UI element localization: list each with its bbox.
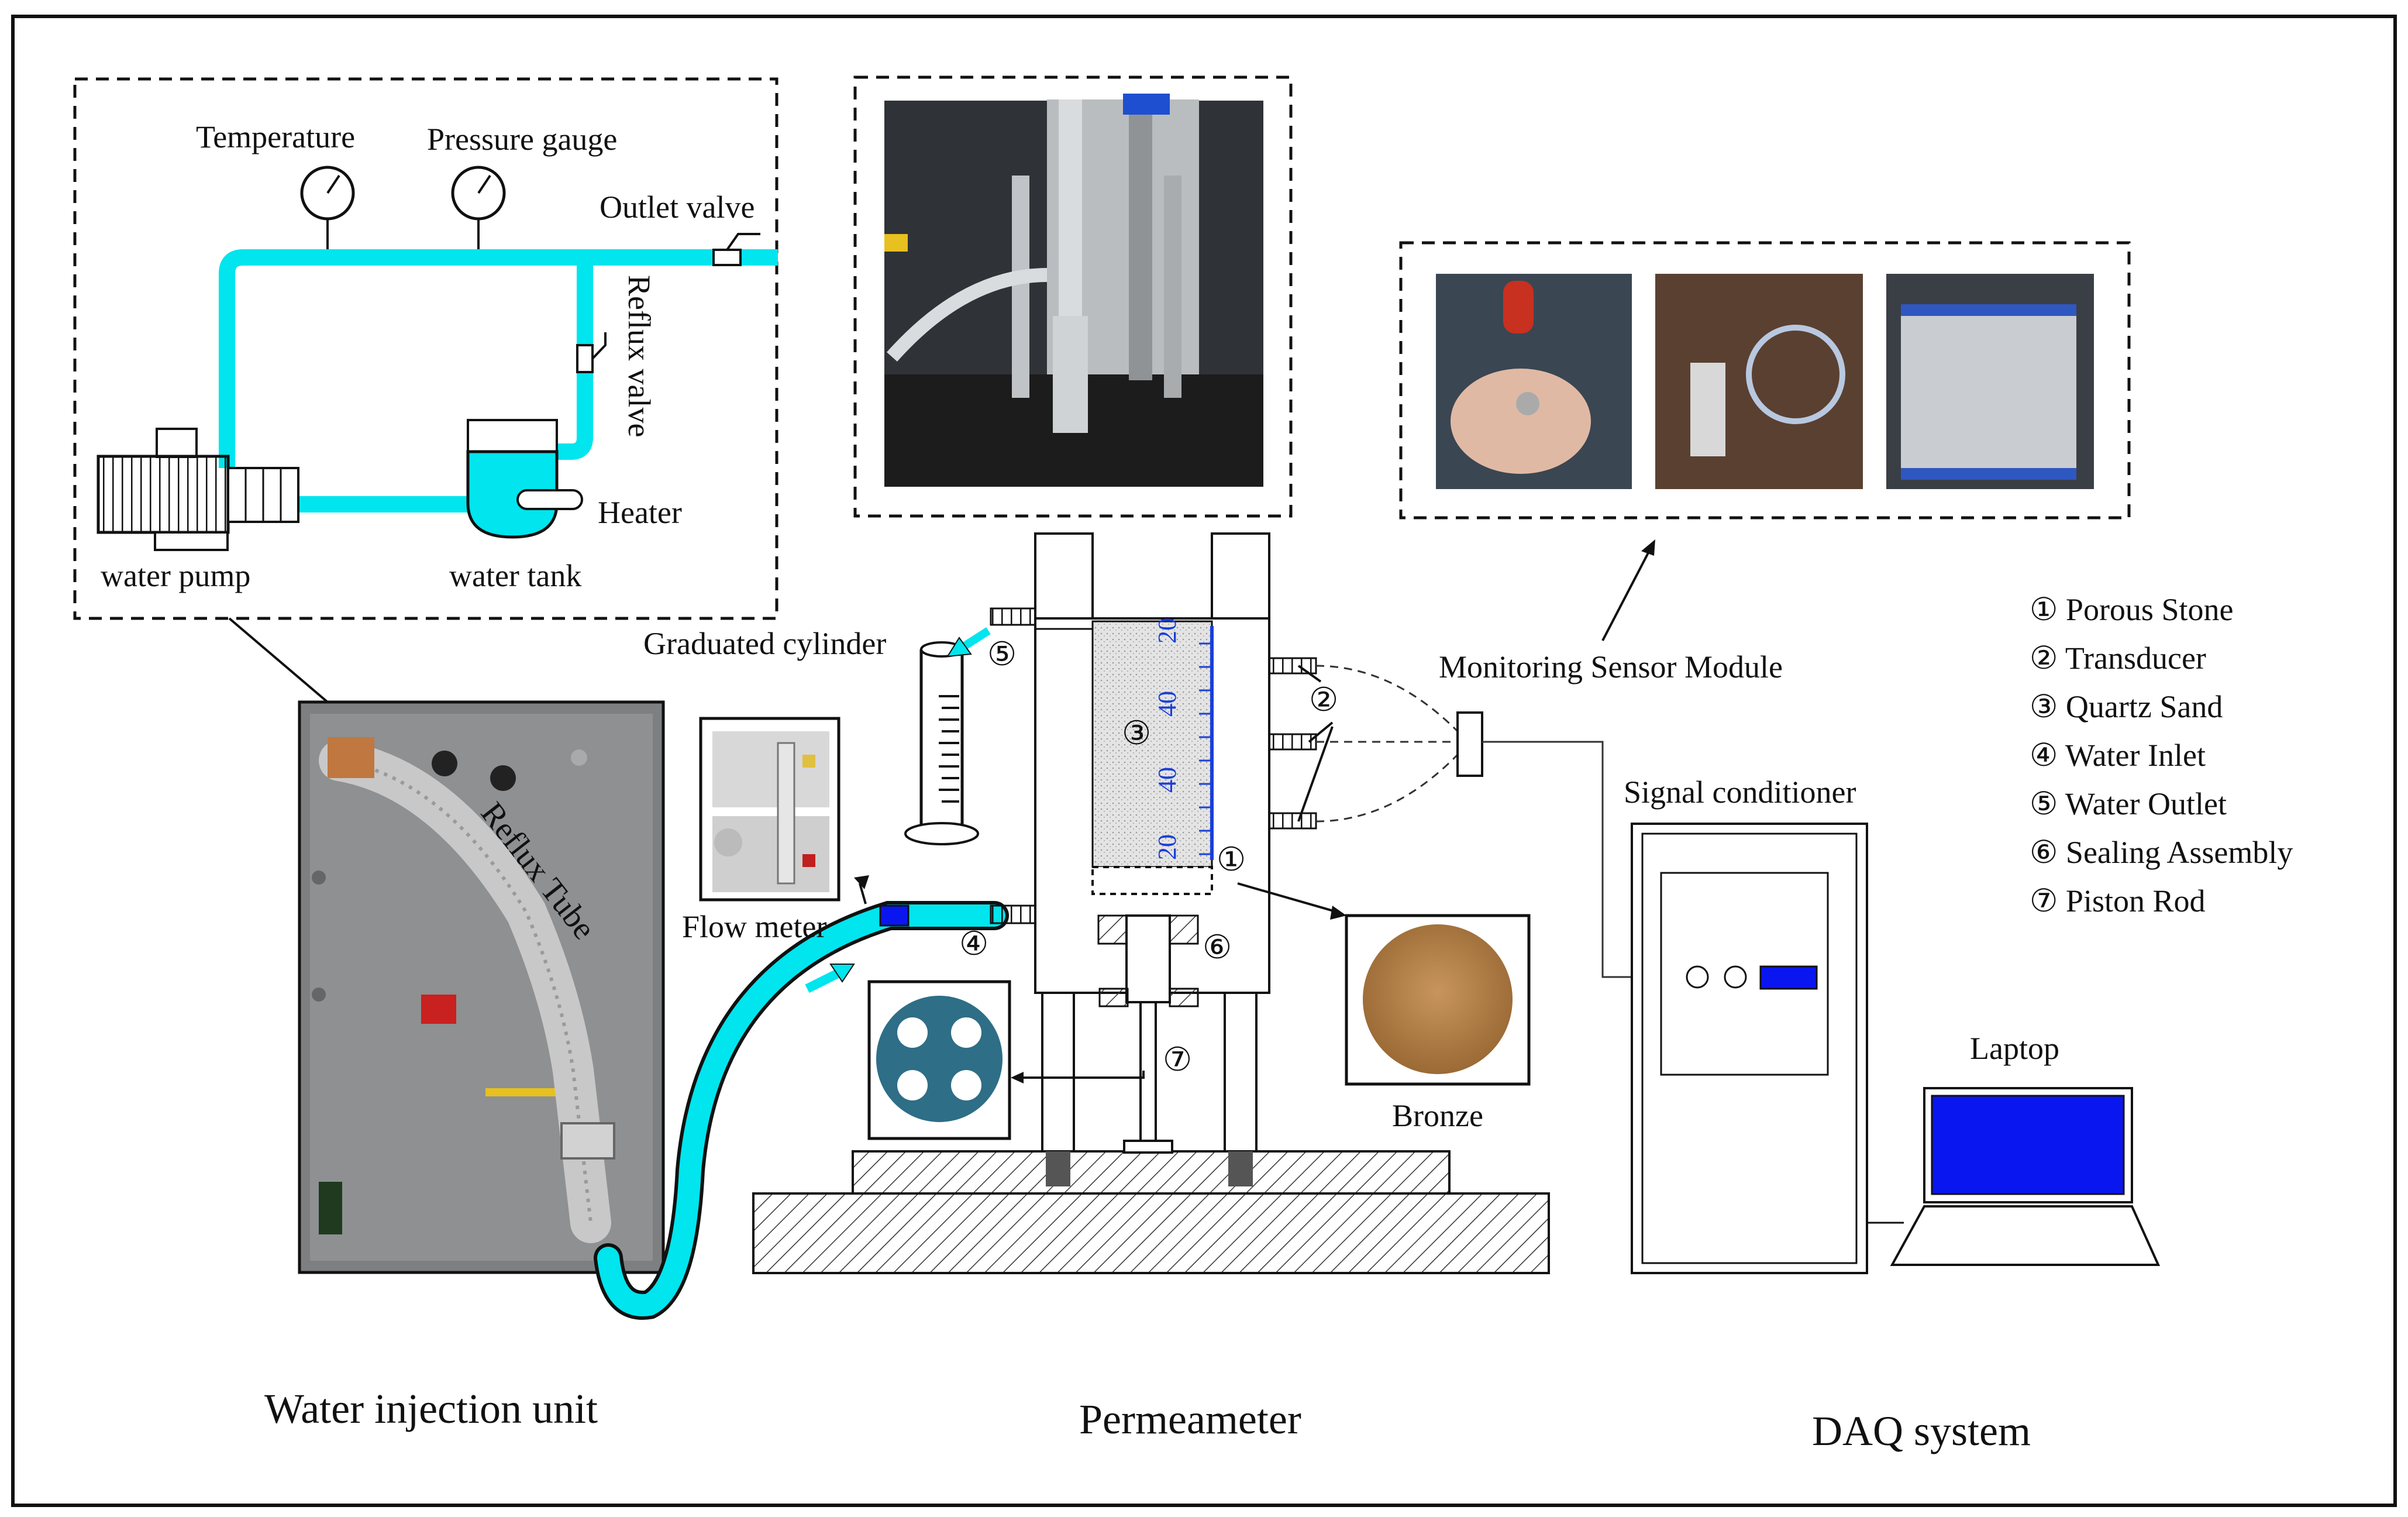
legend-item-4: ④ Water Inlet [2030, 738, 2206, 773]
legend-item-2: ② Transducer [2030, 641, 2206, 676]
laptop-label: Laptop [1970, 1031, 2059, 1066]
marker-quartz-sand: ③ [1122, 715, 1151, 752]
marker-water-outlet: ⑤ [987, 637, 1017, 673]
legend-item-1: ① Porous Stone [2030, 592, 2233, 627]
scale-tick-3: 40 [1153, 767, 1181, 793]
water-tank-label: water tank [449, 558, 581, 593]
flow-meter-photo [699, 717, 840, 902]
monitoring-sensor-module-label: Monitoring Sensor Module [1439, 649, 1783, 684]
legend-item-7: ⑦ Piston Rod [2030, 883, 2205, 919]
legend-item-3: ③ Quartz Sand [2030, 689, 2223, 724]
reflux-valve-icon [576, 344, 594, 373]
scale-tick-4: 20 [1153, 834, 1181, 860]
scale-tick-1: 20 [1153, 618, 1181, 644]
graduated-cylinder-icon [904, 627, 991, 845]
porous-stone [1091, 866, 1213, 895]
sensor-junction-box [1456, 711, 1483, 777]
quartz-sand-chamber [1091, 620, 1213, 868]
pressure-gauge-label: Pressure gauge [427, 122, 617, 157]
heater-label: Heater [598, 495, 682, 530]
marker-piston-rod: ⑦ [1163, 1042, 1192, 1078]
marker-water-inlet: ④ [959, 926, 988, 962]
water-pump-label: water pump [101, 558, 250, 593]
permeameter-photo [853, 75, 1293, 518]
base-platform [752, 1192, 1550, 1274]
base-plate [852, 1150, 1451, 1195]
flow-meter-label: Flow meter [682, 909, 826, 944]
sealing-assembly [1097, 914, 1128, 945]
water-injection-schematic: Temperature Pressure gauge Outlet valve … [73, 77, 778, 620]
section-title-permeameter: Permeameter [1079, 1396, 1301, 1443]
water-tank-icon [466, 419, 583, 539]
water-injection-photo: Reflux Tube [298, 700, 665, 1274]
main-pipe [219, 249, 778, 468]
bronze-label: Bronze [1392, 1098, 1483, 1133]
flow-meter-sensor [879, 904, 910, 927]
signal-conditioner-label: Signal conditioner [1624, 775, 1856, 810]
legend: ① Porous Stone ② Transducer ③ Quartz San… [2030, 592, 2293, 919]
legend-item-5: ⑤ Water Outlet [2030, 786, 2227, 821]
section-title-water-injection: Water injection unit [264, 1385, 598, 1432]
signal-conditioner-icon [1631, 823, 1868, 1274]
reflux-valve-label: Reflux valve [622, 275, 657, 437]
monitoring-sensor-photos [1399, 241, 2131, 520]
outer-frame [11, 15, 2397, 1507]
schematic-dashed-box [73, 77, 778, 620]
flow-arrow-icon [805, 964, 855, 993]
marker-sealing-assembly: ⑥ [1203, 930, 1232, 966]
legend-item-6: ⑥ Sealing Assembly [2030, 835, 2293, 870]
marker-porous-stone: ① [1217, 842, 1246, 878]
section-title-daq: DAQ system [1812, 1408, 2031, 1454]
outlet-valve-label: Outlet valve [600, 190, 755, 225]
marker-transducer: ② [1309, 682, 1338, 718]
bronze-photo [1345, 914, 1531, 1086]
permeameter-drawing: 20 40 40 20 ① ② ③ ④ ⑤ ⑥ ⑦ [752, 532, 1550, 1274]
graduated-cylinder-label: Graduated cylinder [643, 626, 886, 661]
scale-tick-2: 40 [1153, 691, 1181, 717]
water-pump-icon [97, 428, 299, 551]
laptop-icon [1890, 1087, 2161, 1266]
reflux-pipe [550, 257, 593, 460]
piston-disk-photo [867, 980, 1011, 1140]
temperature-label: Temperature [196, 119, 355, 154]
outlet-valve-icon [712, 249, 742, 266]
